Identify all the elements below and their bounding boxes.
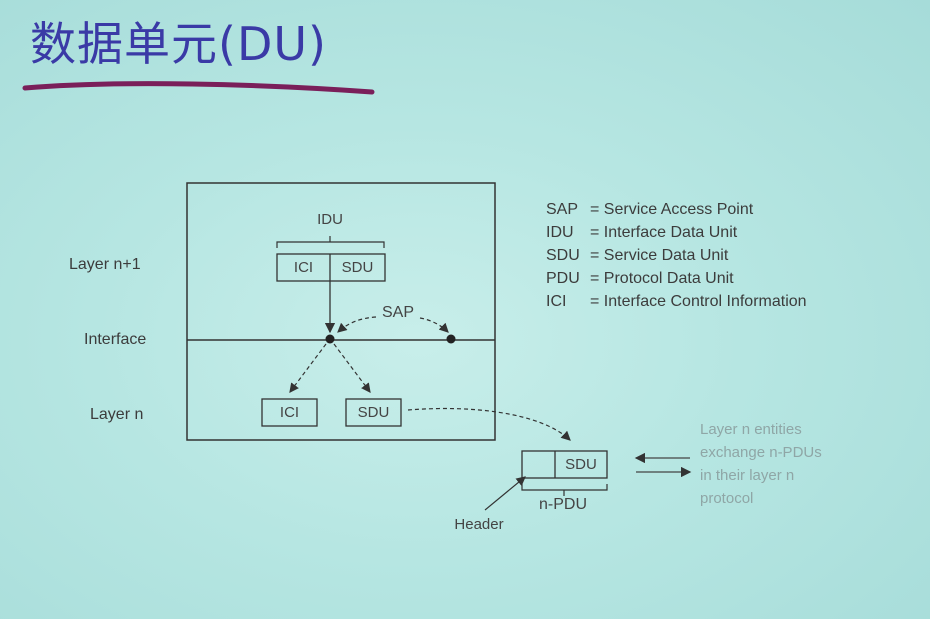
row-label-layer-n-plus-1: Layer n+1	[69, 256, 141, 273]
header-arrow	[484, 476, 526, 511]
legend-abbr: SAP	[546, 201, 579, 218]
ici-label-lower: ICI	[279, 404, 300, 421]
sap-point-left	[325, 334, 335, 344]
legend-row-sap: SAP = Service Access Point	[546, 201, 807, 224]
legend-def: = Service Data Unit	[590, 247, 729, 264]
legend-def: = Service Access Point	[590, 201, 754, 218]
legend-def: = Protocol Data Unit	[590, 270, 734, 287]
npdu-label: n-PDU	[538, 496, 587, 513]
row-label-layer-n: Layer n	[90, 406, 144, 423]
legend-abbr: IDU	[546, 224, 574, 241]
sdu-box-lower	[345, 398, 402, 427]
sap-arrow-right	[419, 317, 449, 333]
legend-abbr: ICI	[546, 293, 567, 310]
idu-brace	[276, 236, 385, 248]
legend-row-sdu: SDU = Service Data Unit	[546, 247, 807, 270]
row-label-interface: Interface	[84, 331, 147, 348]
legend-def: = Interface Control Information	[590, 293, 807, 310]
legend-row-pdu: PDU = Protocol Data Unit	[546, 270, 807, 293]
legend-abbr: SDU	[546, 247, 580, 264]
split-arrow-ici	[289, 343, 327, 393]
side-note-line: Layer n entities	[700, 421, 802, 438]
side-note: Layer n entities exchange n-PDUs in thei…	[700, 418, 822, 510]
sap-arrow-left	[337, 316, 377, 333]
npdu-brace	[521, 484, 608, 496]
header-label: Header	[454, 516, 504, 533]
legend-abbr: PDU	[546, 270, 580, 287]
legend-row-idu: IDU = Interface Data Unit	[546, 224, 807, 247]
slide-title: 数据单元(DU)	[30, 17, 327, 71]
legend: SAP = Service Access Point IDU = Interfa…	[546, 201, 807, 316]
layer-frame	[186, 182, 496, 441]
sdu-to-npdu-arrow	[407, 407, 571, 441]
sdu-label-npdu: SDU	[565, 456, 597, 473]
split-arrow-sdu	[333, 343, 371, 393]
idu-label: IDU	[317, 211, 343, 228]
sap-point-right	[446, 334, 456, 344]
idu-box	[276, 253, 386, 282]
ici-box-lower	[261, 398, 318, 427]
side-note-line: in their layer n	[700, 467, 795, 484]
side-note-line: protocol	[700, 490, 754, 507]
title-underline	[22, 81, 375, 95]
legend-def: = Interface Data Unit	[590, 224, 738, 241]
npdu-box	[521, 450, 608, 479]
side-note-line: exchange n-PDUs	[700, 444, 822, 461]
sdu-label-upper: SDU	[341, 259, 374, 276]
legend-row-ici: ICI = Interface Control Information	[546, 293, 807, 316]
sap-label: SAP	[381, 304, 414, 321]
ici-label-upper: ICI	[293, 259, 314, 276]
sdu-label-lower: SDU	[357, 404, 390, 421]
